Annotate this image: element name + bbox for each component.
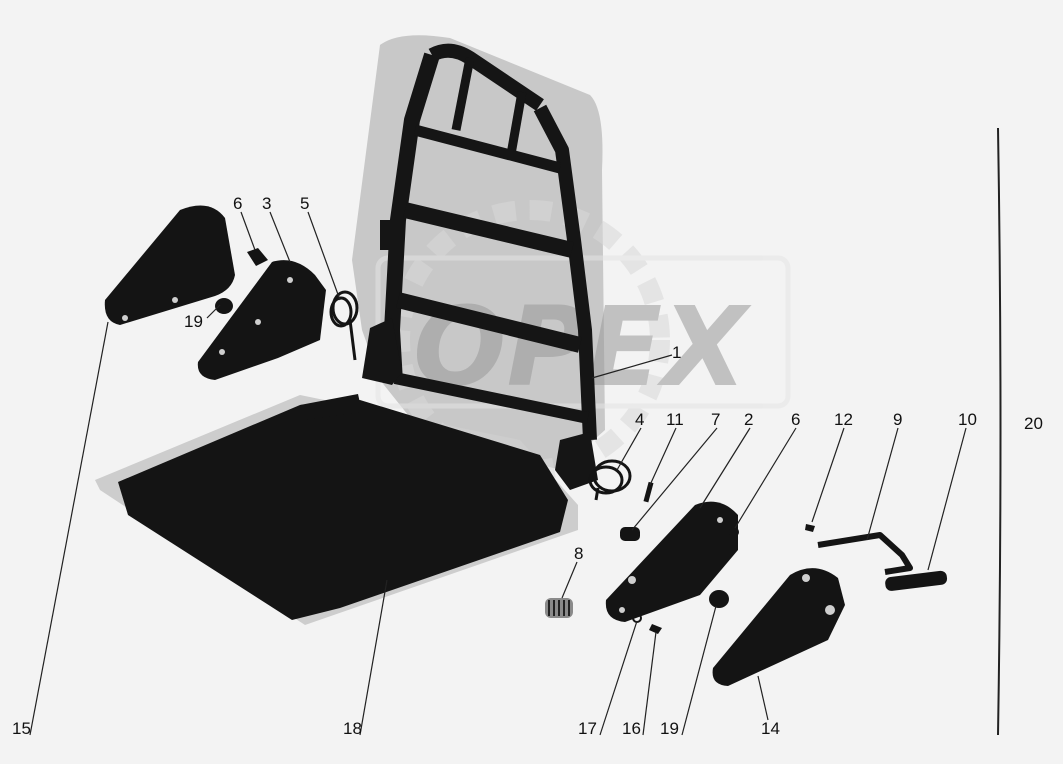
leader-1 [591,354,673,379]
callout-18: 18 [343,719,362,738]
coil-spring-turns [548,600,570,616]
coil-spring [545,598,573,618]
backrest-bracket [380,220,394,250]
callout-16: 16 [622,719,641,738]
leader-12 [811,427,845,523]
right-cover-hole-2 [825,605,835,615]
callout-3: 3 [262,194,272,213]
leader-10 [927,427,967,571]
left-cover-hole-2 [122,315,128,321]
right-plate-hole-1 [628,576,636,584]
right-bolt-head [729,527,739,537]
callout-4: 4 [635,410,645,429]
leader-4 [616,427,642,471]
frame-crossbar-1 [413,124,562,174]
leader-7 [631,427,718,531]
leader-14 [757,675,769,721]
left-spring-coil-2 [329,296,353,328]
callout-20: 20 [1024,414,1043,433]
backrest-right-hinge [555,432,598,490]
right-plate-hole-2 [619,607,625,613]
callout-1: 1 [672,343,682,362]
leader-17 [599,620,638,736]
right-cap [709,590,729,608]
right-plate-hole-3 [717,517,723,523]
left-spring-coil-1 [331,290,359,326]
frame-crossbar-3 [396,292,582,353]
callout-15: 15 [12,719,31,738]
left-plate-hole-3 [287,277,293,283]
leader-5 [307,211,341,301]
backrest-frame [384,43,597,441]
right-hinge-plate [605,501,738,622]
leader-6a [240,211,256,251]
frame-top-bar [428,43,544,111]
frame-crossbar-2 [403,202,574,258]
right-cover-hole-1 [802,574,810,582]
leader-19a [206,304,221,319]
callout-14: 14 [761,719,780,738]
callout-17: 17 [578,719,597,738]
leader-2 [699,427,751,509]
backrest-left-hinge [362,318,402,385]
right-torsion-spring [588,459,632,501]
callout-10: 10 [958,410,977,429]
leader-11 [649,427,677,486]
left-hinge-plate [197,260,326,380]
leader-9 [866,427,899,541]
left-plate-hole-2 [255,319,261,325]
left-plate-hole-1 [219,349,225,355]
leader-3 [269,211,291,263]
leader-lines [29,211,967,736]
callout-8: 8 [574,544,584,563]
screw [649,624,662,634]
assembly-bracket [997,127,1002,736]
leader-19b [681,605,717,736]
left-torsion-spring [329,290,359,361]
callout-7: 7 [711,410,721,429]
left-side-cover [104,205,235,325]
small-screw [805,524,815,532]
leader-6b [734,427,797,529]
leader-18 [359,579,388,736]
callout-11: 11 [666,410,684,429]
left-bolt [247,248,268,266]
leader-8 [561,561,578,599]
adjustment-lever [817,532,913,575]
frame-inner-left [451,57,475,131]
leader-15 [29,321,109,736]
pin [643,481,654,503]
callout-19-right: 19 [660,719,679,738]
left-cover-hole [172,297,178,303]
callout-6-left: 6 [233,194,243,213]
seat-hinge-tab [300,394,362,420]
callout-5: 5 [300,194,310,213]
frame-inner-right [505,91,527,161]
leader-16 [642,631,657,736]
right-side-cover [712,568,845,686]
frame-crossbar-4 [393,372,590,424]
callout-12: 12 [834,410,853,429]
right-spring-coil-1 [592,459,632,493]
right-spring-leg [594,487,600,501]
callout-19-left: 19 [184,312,203,331]
bushing [620,527,640,541]
callout-9: 9 [893,410,903,429]
left-cap [215,298,233,314]
lever-handle [885,570,948,591]
callout-6-right: 6 [791,410,801,429]
left-spring-leg [348,319,357,361]
frame-right-rail [533,104,597,441]
seat-cushion [118,400,568,620]
callout-2: 2 [744,410,754,429]
right-spring-coil-2 [588,465,624,495]
